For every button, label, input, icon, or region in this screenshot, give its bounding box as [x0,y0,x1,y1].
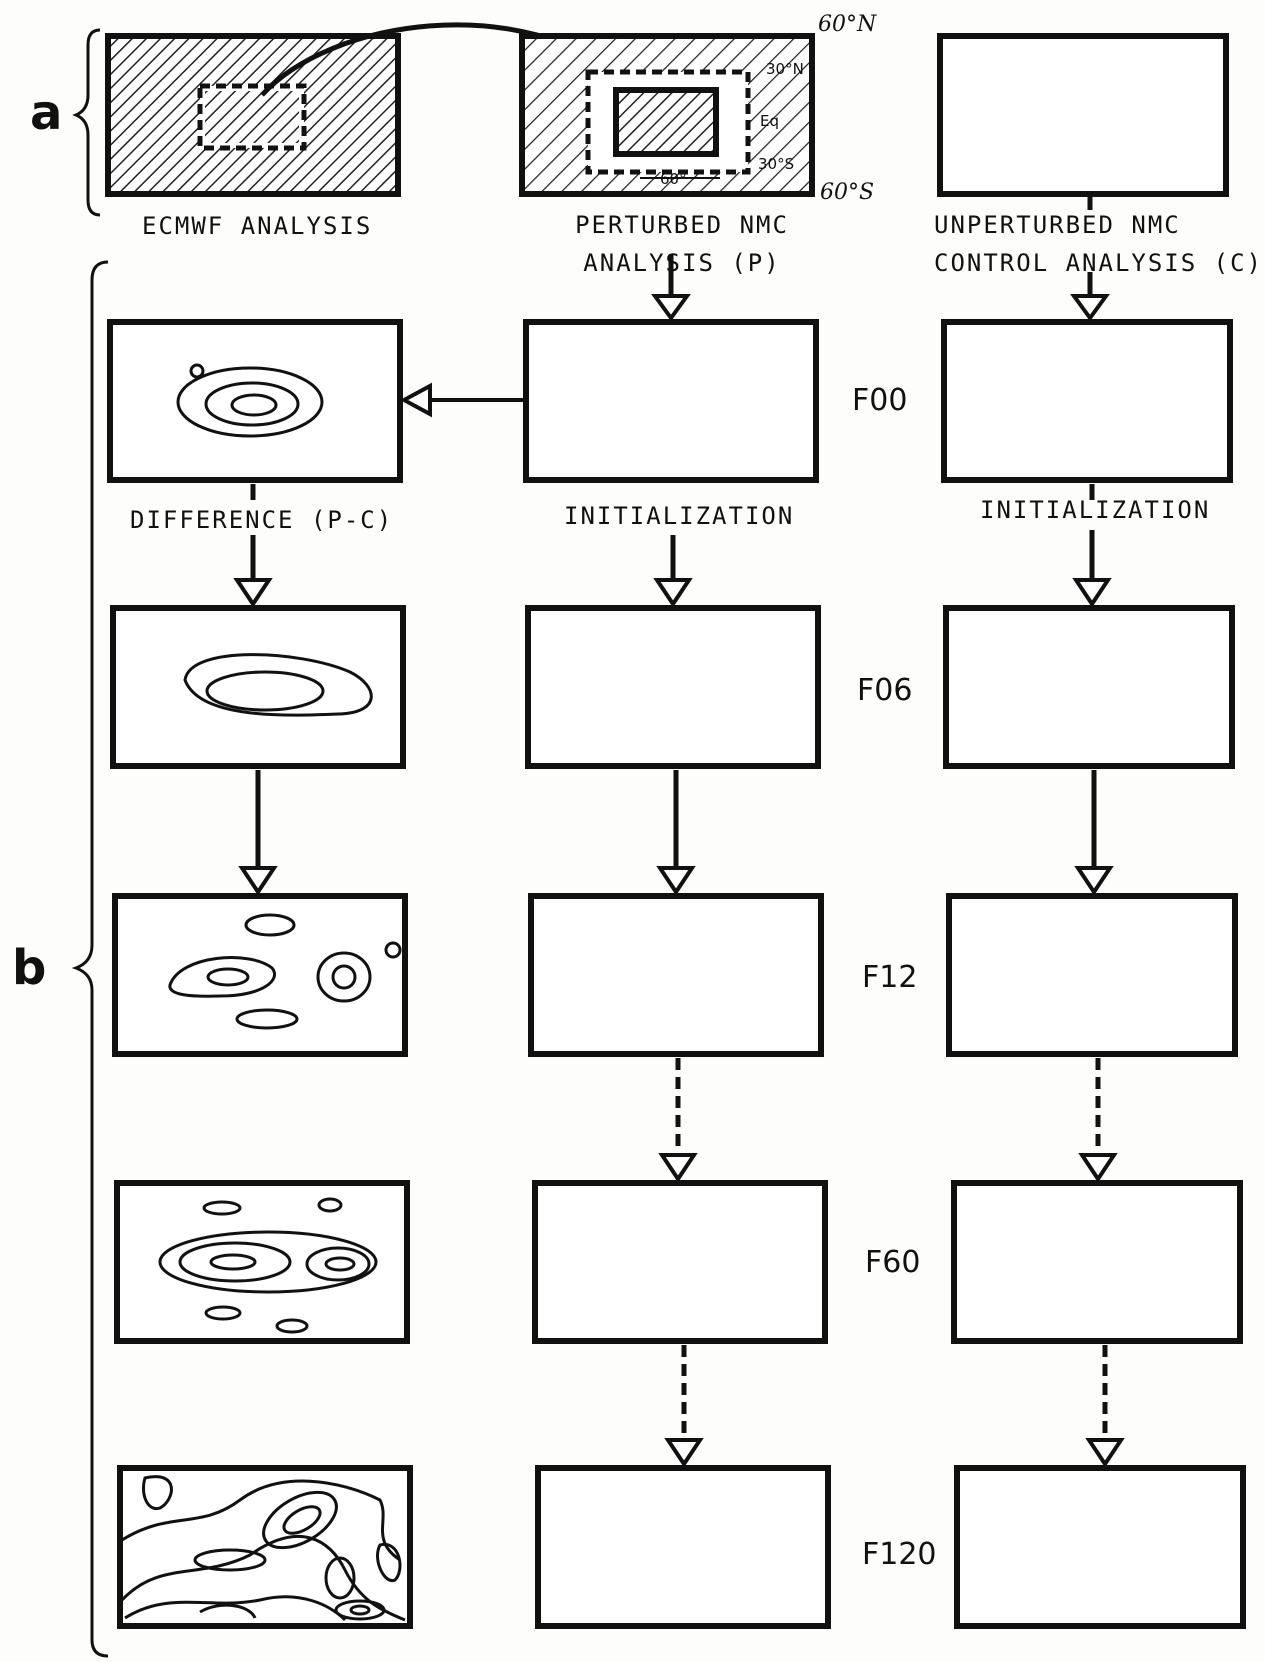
unperturbed-label-line2: CONTROL ANALYSIS (C) [934,249,1263,277]
contours-f12 [168,913,402,1030]
step-f00-label: F00 [852,383,908,418]
difference-box-f00 [107,319,403,483]
control-box-f12 [946,893,1238,1057]
initialization-perturbed-label: INITIALIZATION [564,502,795,530]
brace-b [71,260,109,1658]
perturbed-label-line1: PERTURBED NMC [575,211,789,239]
perturbed-box-f120 [535,1465,831,1629]
control-box-f60 [951,1180,1243,1344]
brace-a [72,28,101,217]
perturbed-box-f12 [528,893,824,1057]
perturbed-label: PERTURBED NMC ANALYSIS (P) [552,206,812,282]
section-b-label: b [12,940,47,996]
difference-box-f12 [112,893,408,1057]
lat-30n-label: 30°N [766,60,804,78]
difference-label: DIFFERENCE (P-C) [130,506,394,534]
width-60-label: 60° [660,170,687,188]
perturbed-core-box [613,87,719,157]
initialization-control-label: INITIALIZATION [980,496,1211,524]
section-a-label: a [30,85,63,141]
lat-30s-label: 30°S [758,155,795,173]
unperturbed-label: UNPERTURBED NMC CONTROL ANALYSIS (C) [934,206,1263,282]
control-box-f00 [941,319,1233,483]
equator-label: Eq [760,112,779,130]
difference-box-f60 [114,1180,410,1344]
step-f60-label: F60 [865,1245,921,1280]
unperturbed-label-line1: UNPERTURBED NMC [934,211,1181,239]
lat-60s-label: 60°S [820,180,875,205]
unperturbed-analysis-box [937,33,1229,197]
contours-f60 [158,1197,378,1334]
step-f120-label: F120 [862,1537,937,1572]
perturbed-box-f00 [523,319,819,483]
control-box-f06 [943,605,1235,769]
ecmwf-label: ECMWF ANALYSIS [142,212,373,240]
perturbed-box-f06 [525,605,821,769]
perturbed-box-f60 [532,1180,828,1344]
perturbed-label-line2: ANALYSIS (P) [583,249,781,277]
difference-box-f06 [110,605,406,769]
lat-60n-label: 60°N [818,12,877,37]
control-box-f120 [954,1465,1246,1629]
step-f12-label: F12 [862,960,918,995]
contours-f06 [183,653,373,717]
contours-f120 [120,1475,406,1622]
step-f06-label: F06 [857,673,913,708]
contours-f00 [176,363,324,438]
